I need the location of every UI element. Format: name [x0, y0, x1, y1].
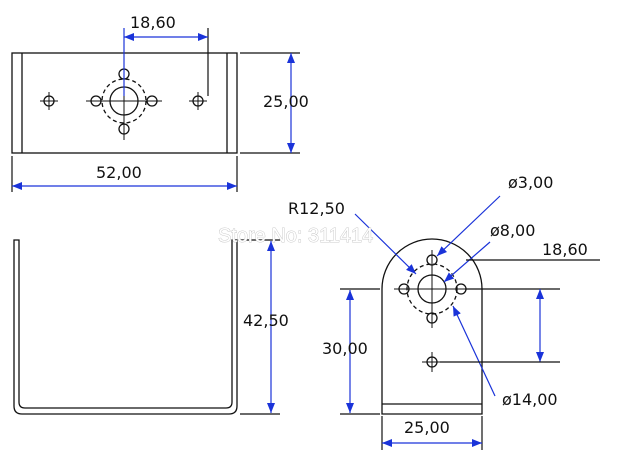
end-view-outline — [381, 238, 483, 415]
end-view — [381, 238, 483, 415]
top-view-dimensions — [11, 28, 300, 192]
side-view-profile — [13, 239, 238, 415]
leader-center-hole — [443, 241, 491, 283]
dim-label-top-height: 25,00 — [263, 92, 309, 111]
store-watermark: Store No: 311414 — [218, 225, 373, 247]
end-view-dimensions — [340, 195, 600, 450]
dim-label-end-width: 25,00 — [404, 418, 450, 437]
side-view — [13, 239, 238, 415]
dim-label-hole-circle: ø14,00 — [502, 390, 558, 409]
dim-label-small-hole: ø3,00 — [508, 173, 553, 192]
dim-label-end-height: 30,00 — [322, 339, 368, 358]
end-crosshairs — [394, 250, 471, 372]
dim-label-top-width: 52,00 — [96, 163, 142, 182]
dim-label-center-hole: ø8,00 — [490, 221, 535, 240]
leader-radius — [354, 213, 417, 275]
side-view-dimensions — [240, 239, 280, 415]
dim-label-end-spacing: 18,60 — [542, 240, 588, 259]
dim-label-top-spacing: 18,60 — [130, 13, 176, 32]
dim-label-radius: R12,50 — [288, 199, 345, 218]
leader-hole-circle — [452, 305, 496, 397]
dim-label-side-height: 42,50 — [243, 311, 289, 330]
leader-small-hole — [436, 195, 501, 257]
